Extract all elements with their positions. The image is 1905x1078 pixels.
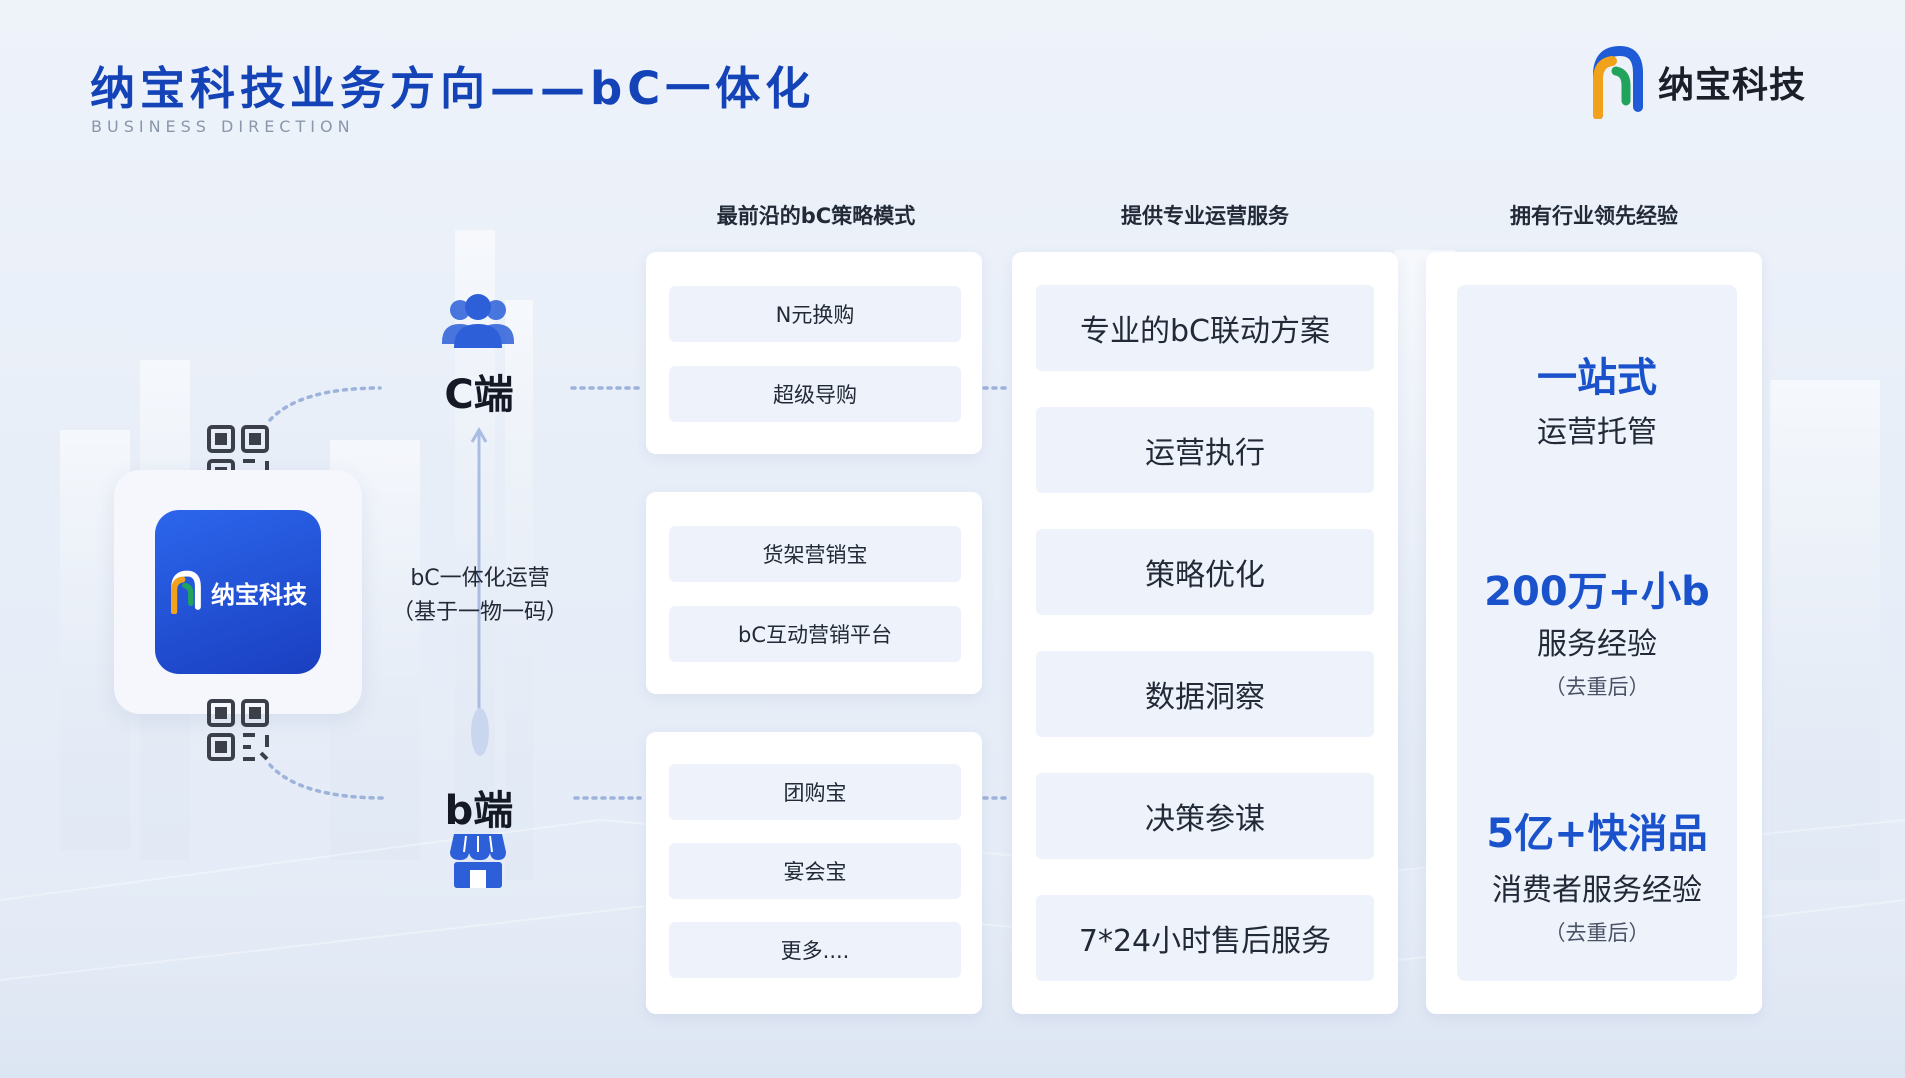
services-card: 专业的bC联动方案 运营执行 策略优化 数据洞察 决策参谋 7*24小时售后服务 bbox=[1012, 252, 1398, 1014]
qr-code-icon bbox=[207, 699, 269, 761]
column-header-strategy: 最前沿的bC策略模式 bbox=[716, 204, 916, 228]
brand-name: 纳宝科技 bbox=[1658, 65, 1807, 106]
service-item[interactable]: 决策参谋 bbox=[1036, 773, 1374, 859]
brand-logo: 纳宝科技 bbox=[1592, 44, 1806, 120]
app-brand-mark-icon bbox=[171, 570, 201, 614]
service-item[interactable]: 策略优化 bbox=[1036, 529, 1374, 615]
column-header-services: 提供专业运营服务 bbox=[1121, 204, 1289, 228]
strategy-item[interactable]: 超级导购 bbox=[669, 366, 961, 422]
users-icon bbox=[442, 294, 514, 348]
link-node bbox=[471, 708, 489, 756]
c-side-label: C端 bbox=[444, 372, 514, 418]
experience-block-1: 一站式 运营托管 bbox=[1457, 345, 1737, 451]
arrow-up-icon bbox=[470, 427, 488, 443]
service-item[interactable]: 7*24小时售后服务 bbox=[1036, 895, 1374, 981]
experience-desc: 服务经验 bbox=[1537, 627, 1657, 662]
strategy-card-2: 货架营销宝 bC互动营销平台 bbox=[646, 492, 982, 694]
page-subtitle: BUSINESS DIRECTION bbox=[91, 117, 355, 136]
strategy-more-item[interactable]: 更多.... bbox=[669, 922, 961, 978]
strategy-card-1: N元换购 超级导购 bbox=[646, 252, 982, 454]
experience-highlight: 一站式 bbox=[1537, 355, 1657, 401]
experience-desc: 运营托管 bbox=[1537, 415, 1657, 450]
page-title: 纳宝科技业务方向——bC一体化 bbox=[90, 62, 816, 115]
bc-integrated-label: bC一体化运营 （基于一物一码） bbox=[380, 562, 580, 630]
service-item[interactable]: 数据洞察 bbox=[1036, 651, 1374, 737]
brand-mark-icon bbox=[1593, 45, 1643, 119]
experience-desc: 消费者服务经验 bbox=[1492, 873, 1702, 908]
app-icon[interactable]: 纳宝科技 bbox=[155, 510, 321, 674]
app-label: 纳宝科技 bbox=[211, 580, 307, 609]
experience-card: 一站式 运营托管 200万+小b 服务经验 （去重后） 5亿+快消品 消费者服务… bbox=[1426, 252, 1762, 1014]
experience-block-3: 5亿+快消品 消费者服务经验 （去重后） bbox=[1457, 801, 1737, 947]
bc-integrated-line1: bC一体化运营 bbox=[410, 566, 550, 591]
experience-panel: 一站式 运营托管 200万+小b 服务经验 （去重后） 5亿+快消品 消费者服务… bbox=[1457, 285, 1737, 981]
experience-note: （去重后） bbox=[1544, 921, 1650, 945]
strategy-item[interactable]: N元换购 bbox=[669, 286, 961, 342]
experience-highlight: 5亿+快消品 bbox=[1486, 811, 1708, 857]
bc-integrated-line2: （基于一物一码） bbox=[391, 600, 568, 625]
connector-qr-to-c bbox=[268, 386, 382, 422]
connector-qr-to-b bbox=[268, 763, 387, 800]
strategy-item[interactable]: bC互动营销平台 bbox=[669, 606, 961, 662]
experience-note: （去重后） bbox=[1544, 675, 1650, 699]
strategy-item[interactable]: 宴会宝 bbox=[669, 843, 961, 899]
strategy-item[interactable]: 货架营销宝 bbox=[669, 526, 961, 582]
column-header-experience: 拥有行业领先经验 bbox=[1510, 204, 1678, 228]
store-icon bbox=[450, 834, 506, 888]
experience-block-2: 200万+小b 服务经验 （去重后） bbox=[1457, 559, 1737, 701]
strategy-card-3: 团购宝 宴会宝 更多.... bbox=[646, 732, 982, 1014]
b-side-label: b端 bbox=[444, 788, 514, 834]
service-item[interactable]: 专业的bC联动方案 bbox=[1036, 285, 1374, 371]
service-item[interactable]: 运营执行 bbox=[1036, 407, 1374, 493]
strategy-item[interactable]: 团购宝 bbox=[669, 764, 961, 820]
experience-highlight: 200万+小b bbox=[1484, 569, 1710, 615]
